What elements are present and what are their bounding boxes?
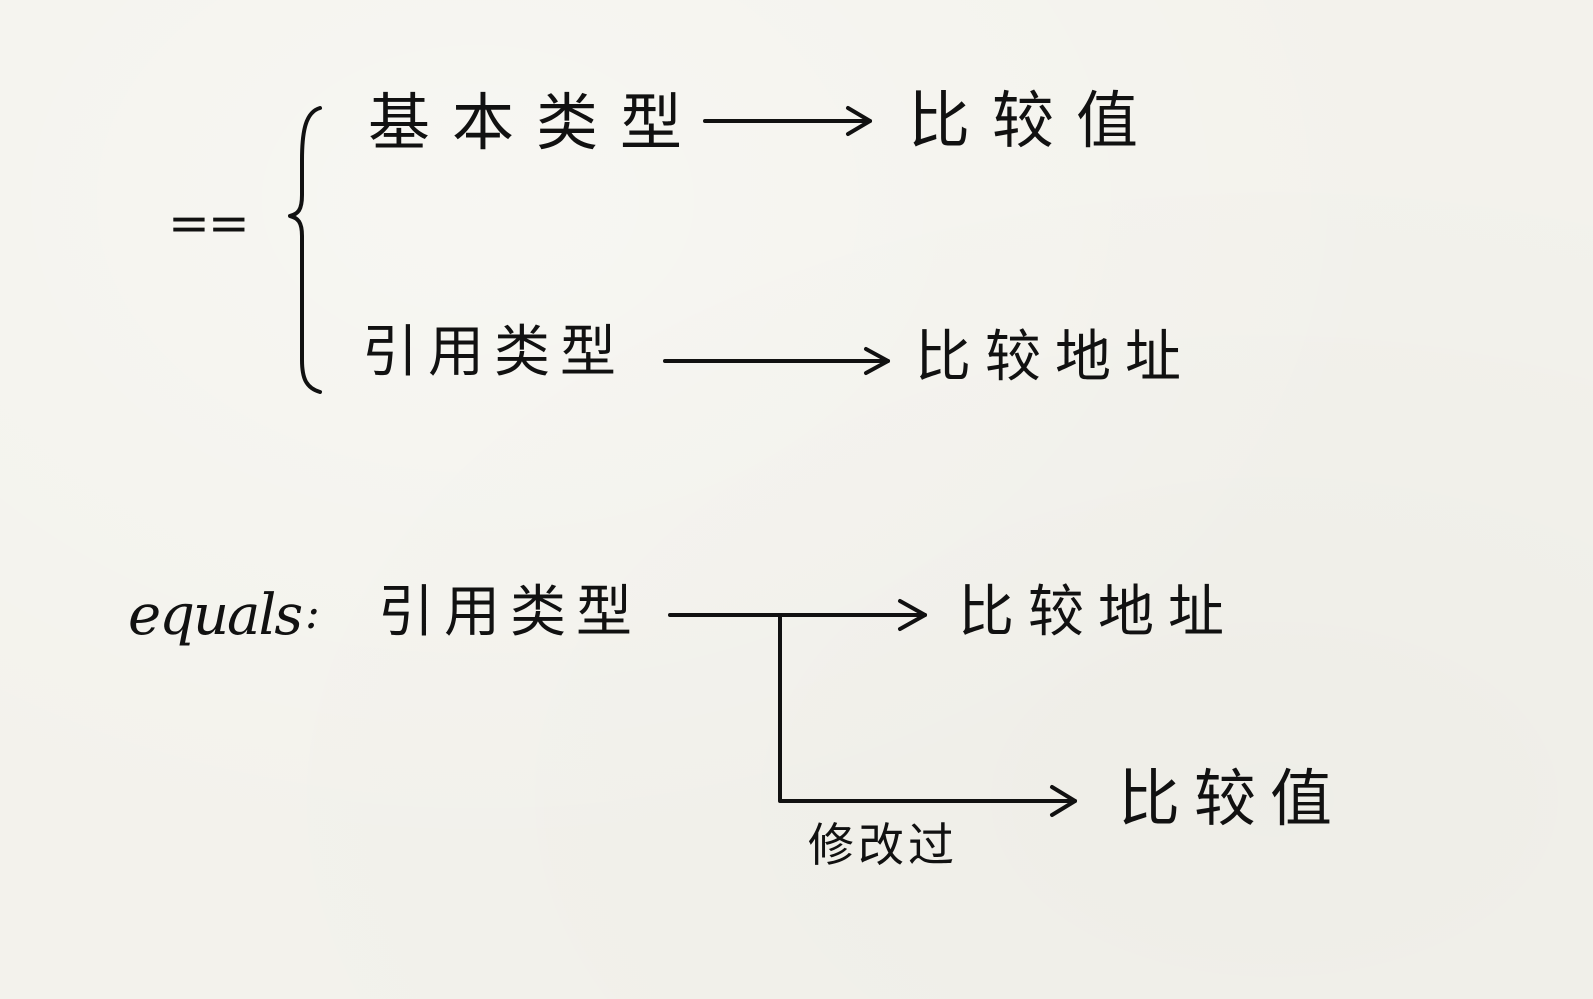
equals-separator: : <box>305 588 320 639</box>
override-note-label: 修改过 <box>808 818 958 872</box>
primitive-type-label: 基本类型 <box>368 86 705 159</box>
arrow-equals-override-head <box>1050 785 1077 817</box>
arrow-equals-default-head <box>898 599 927 631</box>
curly-brace <box>288 106 322 394</box>
arrow-primitive-head <box>846 106 872 136</box>
reference-result-label: 比较地址 <box>915 325 1195 390</box>
equals-method-label: equals <box>128 583 303 648</box>
equals-default-result-label: 比较地址 <box>958 580 1238 645</box>
equality-operator-label: == <box>168 194 250 252</box>
reference-type-label: 引用类型 <box>362 320 626 385</box>
equals-reference-type-label: 引用类型 <box>378 580 642 645</box>
equals-overridden-result-label: 比较值 <box>1118 762 1347 835</box>
arrow-reference-head <box>864 347 890 375</box>
arrow-equals-override-line <box>778 613 1077 803</box>
primitive-result-label: 比较值 <box>908 84 1161 157</box>
